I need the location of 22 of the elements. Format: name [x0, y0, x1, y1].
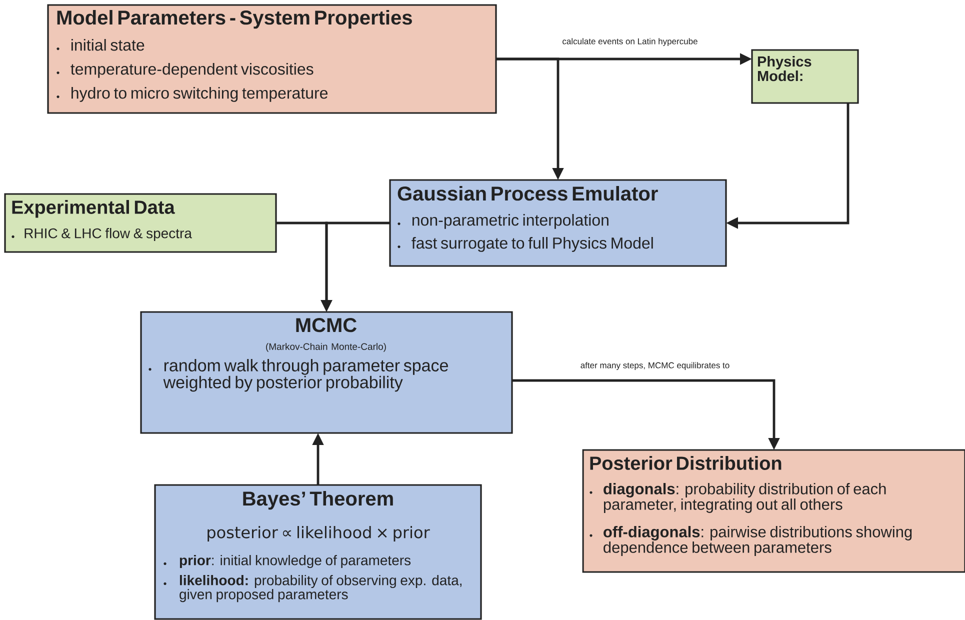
bullet-text: random walk through parameter space weighted by posterior probability	[163, 359, 448, 392]
bullet-text: prior: initial knowledge of parameters	[180, 555, 411, 568]
box-heading: Gaussian Process Emulator	[398, 186, 658, 201]
box-heading: Bayes’ Theorem	[243, 491, 393, 510]
bullet-text: temperature-dependent viscosities	[70, 63, 314, 78]
box-heading: Experimental Data	[12, 200, 175, 218]
box-heading: Posterior Distribution	[590, 456, 782, 470]
formula-text: posterior ∝ likelihood × prior	[208, 526, 430, 542]
bullet-text: non-parametric interpolation	[412, 214, 608, 229]
bullet-text: fast surrogate to full Physics Model	[412, 237, 653, 252]
bullet-text: off-diagonals: pairwise distributions showing dependence between parameters	[604, 526, 912, 556]
bullet-text: diagonals: probability distribution of each parameter, integrating out all others	[604, 483, 886, 513]
edge-label: after many steps, MCMC equilibrates to	[579, 361, 731, 371]
bullet-text: initial state	[71, 39, 144, 51]
bullet-text: hydro to micro switching temperature	[72, 87, 328, 102]
bullet-text: RHIC & LHC flow & spectra	[24, 228, 192, 242]
box-heading: Model Parameters - System Properties	[57, 10, 412, 29]
bullet-text: likelihood: probability of observing exp. data, given proposed parameters	[180, 575, 462, 602]
edge-label: calculate events on Latin hypercube	[561, 37, 699, 47]
subtitle-text: (Markov-Chain Monte-Carlo)	[266, 343, 386, 352]
box-heading: Physics Model:	[758, 56, 812, 82]
box-heading: MCMC	[296, 318, 357, 332]
